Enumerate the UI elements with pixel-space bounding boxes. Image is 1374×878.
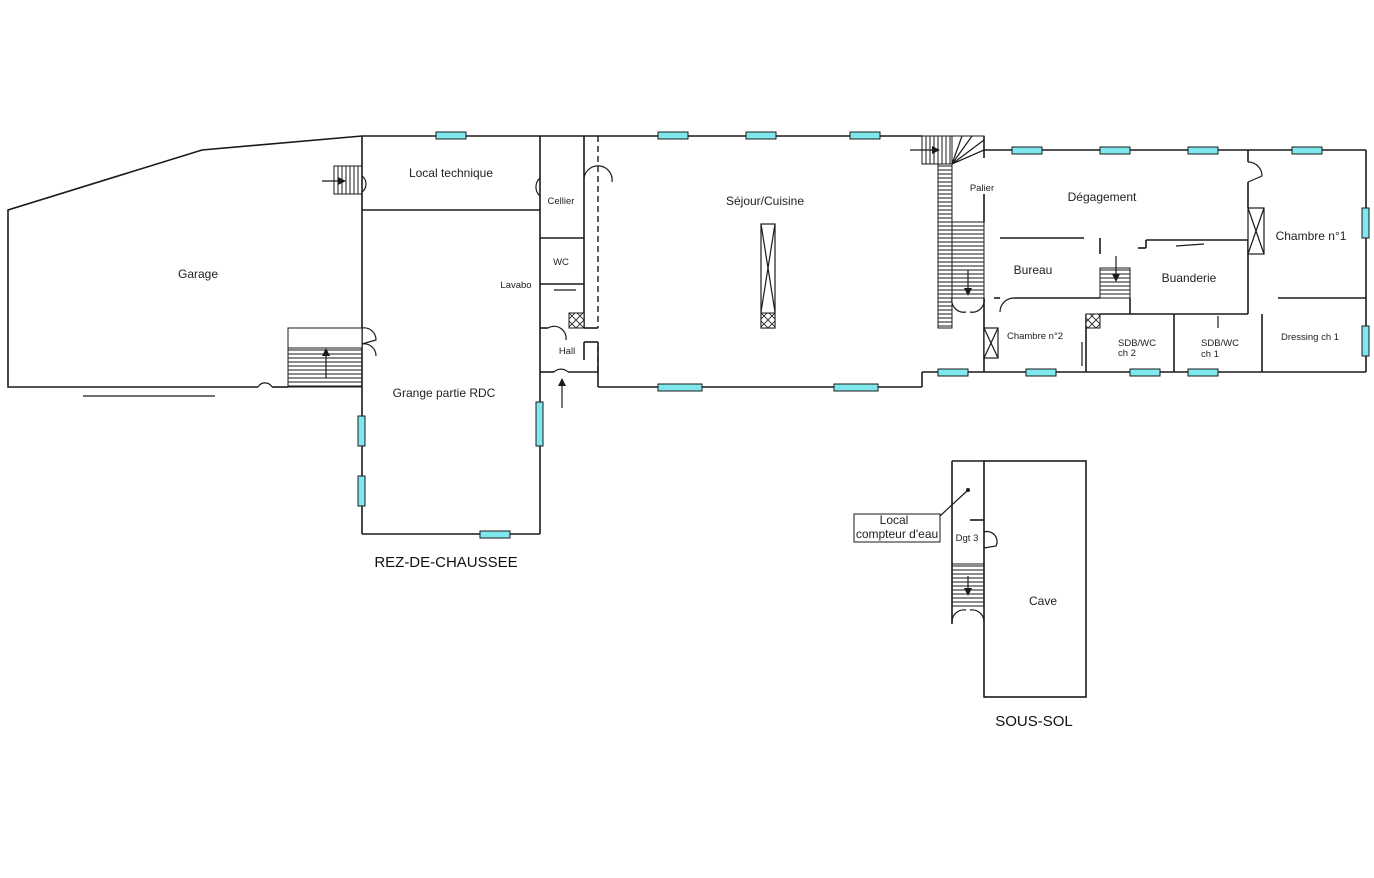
label-bureau: Bureau (1014, 263, 1053, 277)
label-local-compteur-line2: compteur d'eau (856, 527, 938, 541)
windows (357, 131, 1370, 539)
label-cave: Cave (1029, 594, 1057, 608)
label-chambre1: Chambre n°1 (1276, 229, 1347, 243)
palier-stair (910, 135, 985, 372)
stair-local-technique (322, 165, 363, 195)
sejour-walls (598, 223, 984, 388)
service-walls (540, 136, 613, 408)
label-chambre2: Chambre n°2 (1007, 331, 1063, 342)
label-local-compteur-line1: Local (880, 513, 909, 527)
label-dgt3: Dgt 3 (956, 533, 979, 544)
title-sous-sol: SOUS-SOL (995, 713, 1073, 730)
label-degagement: Dégagement (1068, 190, 1137, 204)
label-sdb-ch2-line1: SDB/WC (1118, 338, 1156, 349)
label-local-technique: Local technique (409, 166, 493, 180)
label-grange: Grange partie RDC (393, 386, 496, 400)
title-rez-de-chaussee: REZ-DE-CHAUSSEE (374, 554, 517, 571)
label-wc: WC (553, 257, 569, 268)
label-sejour: Séjour/Cuisine (726, 194, 804, 208)
label-buanderie: Buanderie (1162, 271, 1217, 285)
label-sdb-ch1-line1: SDB/WC (1201, 338, 1239, 349)
stair-grange (287, 327, 363, 388)
label-hall: Hall (559, 346, 575, 357)
grange-walls (361, 135, 922, 535)
label-dressing: Dressing ch 1 (1281, 332, 1339, 343)
label-lavabo: Lavabo (500, 280, 531, 291)
label-sdb-ch2-line2: ch 2 (1118, 348, 1136, 359)
label-sdb-ch1-line2: ch 1 (1201, 349, 1219, 360)
garage-walls (7, 135, 363, 397)
label-garage: Garage (178, 267, 218, 281)
label-cellier: Cellier (548, 196, 575, 207)
label-palier: Palier (970, 183, 994, 194)
sous-sol-walls (853, 460, 1087, 698)
